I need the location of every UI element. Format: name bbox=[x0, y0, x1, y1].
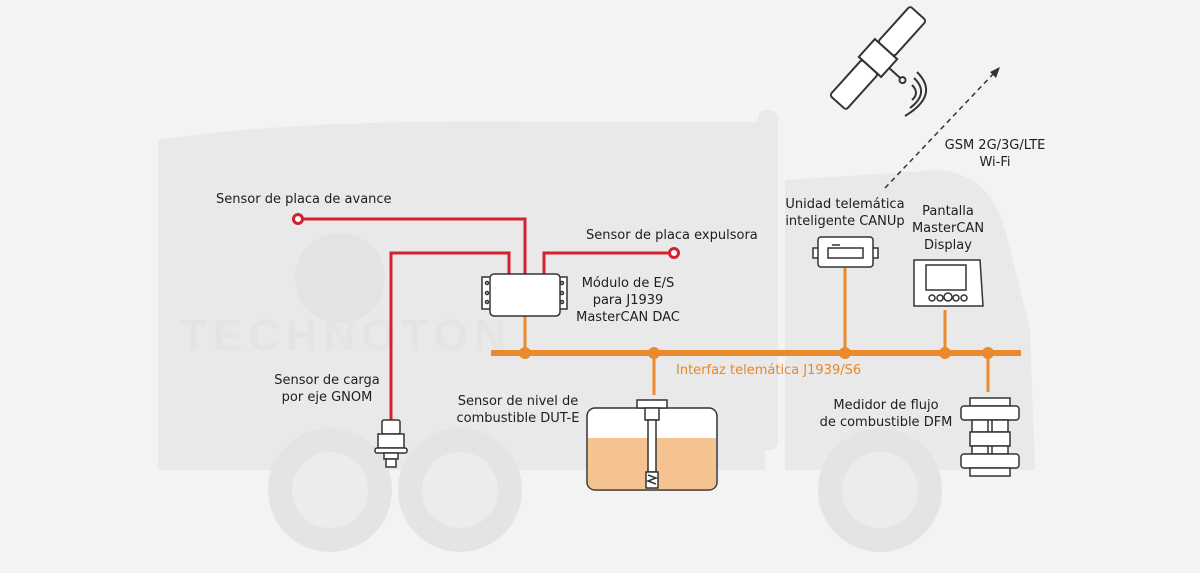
watermark: TECHNOTON bbox=[180, 311, 512, 360]
display-label-line2: MasterCAN bbox=[911, 221, 985, 236]
fuel-level-sensor-label-line2: combustible DUT-E bbox=[456, 411, 580, 426]
telematic-unit-label-line1: Unidad telemática bbox=[785, 197, 905, 212]
flow-meter-label-line2: de combustible DFM bbox=[819, 415, 953, 430]
io-module-icon bbox=[481, 273, 568, 317]
canup-unit-icon bbox=[812, 236, 879, 268]
ejector-plate-sensor-label: Sensor de placa expulsora bbox=[586, 228, 758, 243]
sensor-wires bbox=[301, 217, 669, 420]
wireless-label-line1: GSM 2G/3G/LTE bbox=[944, 138, 1046, 153]
satellite-icon bbox=[829, 6, 927, 110]
advance-plate-sensor-label: Sensor de placa de avance bbox=[216, 192, 392, 207]
fuel-level-sensor-label-line1: Sensor de nivel de bbox=[457, 394, 579, 409]
display-icon bbox=[913, 259, 984, 307]
ejector-plate-terminal bbox=[668, 247, 680, 259]
wireless-label: GSM 2G/3G/LTE Wi-Fi bbox=[935, 137, 1055, 171]
display-label: Pantalla MasterCAN Display bbox=[898, 203, 998, 254]
bus-label: Interfaz telemática J1939/S6 bbox=[676, 363, 862, 378]
flow-meter-icon bbox=[960, 397, 1020, 477]
wire-advance-plate bbox=[301, 217, 527, 275]
io-module-label-line3: MasterCAN DAC bbox=[576, 310, 680, 325]
fuel-level-sensor-label: Sensor de nivel de combustible DUT-E bbox=[452, 393, 584, 427]
load-sensor-label: Sensor de carga por eje GNOM bbox=[268, 372, 386, 406]
fuel-tank-sensor-icon bbox=[586, 399, 718, 491]
signal-waves-icon bbox=[904, 71, 927, 117]
io-module-label: Módulo de E/S para J1939 MasterCAN DAC bbox=[568, 275, 688, 326]
pressure-sensor-icon bbox=[374, 419, 408, 468]
io-module-label-line1: Módulo de E/S bbox=[581, 276, 675, 291]
wireless-link-arrow bbox=[884, 67, 1000, 189]
truck-silhouette bbox=[158, 110, 1035, 552]
load-sensor-label-line1: Sensor de carga bbox=[274, 373, 380, 388]
flow-meter-label: Medidor de flujo de combustible DFM bbox=[812, 397, 960, 431]
j1939-bus bbox=[491, 268, 1021, 395]
telematic-unit-label: Unidad telemática inteligente CANUp bbox=[770, 196, 920, 230]
flow-meter-label-line1: Medidor de flujo bbox=[833, 398, 939, 413]
display-label-line3: Display bbox=[924, 238, 972, 253]
display-label-line1: Pantalla bbox=[922, 204, 974, 219]
telematic-unit-label-line2: inteligente CANUp bbox=[785, 214, 905, 229]
advance-plate-terminal bbox=[292, 213, 304, 225]
load-sensor-label-line2: por eje GNOM bbox=[281, 390, 373, 405]
wire-load-sensor bbox=[389, 251, 511, 420]
wire-ejector-plate bbox=[542, 251, 669, 275]
io-module-label-line2: para J1939 bbox=[592, 293, 664, 308]
wireless-label-line2: Wi-Fi bbox=[979, 155, 1011, 170]
